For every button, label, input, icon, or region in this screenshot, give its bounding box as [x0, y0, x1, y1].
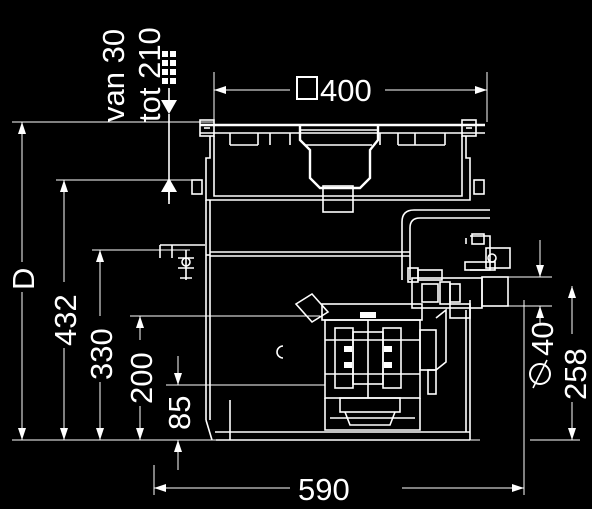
top-width-dimension: 400 [213, 72, 488, 122]
adjustment-range: van 30 tot 210 [96, 27, 177, 204]
adjust-from-label: van 30 [96, 29, 131, 122]
square-icon [296, 76, 318, 100]
right-dimensions: 40 258 [490, 240, 592, 441]
diameter-icon [529, 363, 551, 385]
top-width-label: 400 [320, 73, 372, 108]
overall-width-label: 590 [298, 472, 350, 507]
height-432-label: 432 [48, 294, 83, 346]
height-d-label: D [6, 268, 41, 290]
pump-unit [294, 292, 447, 431]
height-85-label: 85 [162, 396, 197, 430]
left-dimensions: D 432 330 200 85 [6, 121, 480, 470]
outlet-diameter-label: 40 [525, 322, 560, 356]
height-330-label: 330 [84, 328, 119, 380]
overall-width-dimension: 590 [153, 300, 525, 507]
adjust-to-label: tot 210 [132, 27, 167, 122]
discharge-pipe [401, 209, 511, 319]
tank-body [159, 119, 485, 441]
height-200-label: 200 [124, 352, 159, 404]
outlet-height-label: 258 [558, 348, 592, 400]
